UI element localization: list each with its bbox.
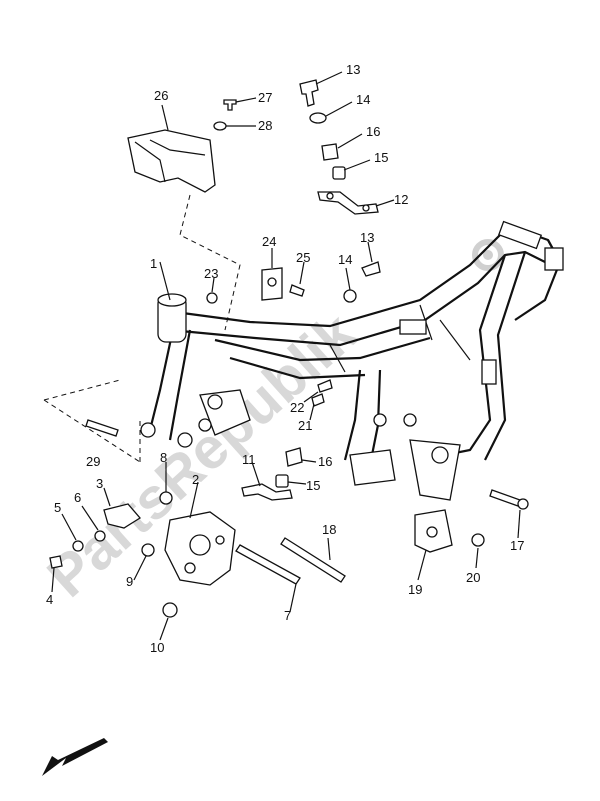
callout-7: 7 [284,608,291,623]
callout-13-top: 13 [346,62,360,77]
callout-6: 6 [74,490,81,505]
callout-22: 22 [290,400,304,415]
callout-4: 4 [46,592,53,607]
callout-16-top: 16 [366,124,380,139]
hardware-parts [43,79,529,618]
callout-19: 19 [408,582,422,597]
callout-12: 12 [394,192,408,207]
callout-10: 10 [150,640,164,655]
callout-17: 17 [510,538,524,553]
callout-20: 20 [466,570,480,585]
callout-23: 23 [204,266,218,281]
callout-18: 18 [322,522,336,537]
callout-9: 9 [126,574,133,589]
callout-24: 24 [262,234,276,249]
callout-14-top: 14 [356,92,370,107]
front-direction-arrow-icon [42,738,108,776]
callout-16-lower: 16 [318,454,332,469]
callout-26: 26 [154,88,168,103]
callout-11: 11 [242,452,256,467]
callout-25: 25 [296,250,310,265]
callout-28: 28 [258,118,272,133]
callout-2: 2 [192,472,199,487]
callout-27: 27 [258,90,272,105]
air-duct [127,129,241,331]
callout-labels: 1 2 3 4 5 6 7 8 9 10 11 12 13 13 14 14 1… [46,62,524,655]
callout-29: 29 [86,454,100,469]
callout-14-right: 14 [338,252,352,267]
gear-icon [472,239,504,271]
callout-8: 8 [160,450,167,465]
leader-lines [51,71,521,641]
callout-5: 5 [54,500,61,515]
callout-3: 3 [96,476,103,491]
callout-13-right: 13 [360,230,374,245]
callout-21: 21 [298,418,312,433]
callout-15-top: 15 [374,150,388,165]
callout-1: 1 [150,256,157,271]
callout-15-lower: 15 [306,478,320,493]
frame-assembly [140,220,564,501]
